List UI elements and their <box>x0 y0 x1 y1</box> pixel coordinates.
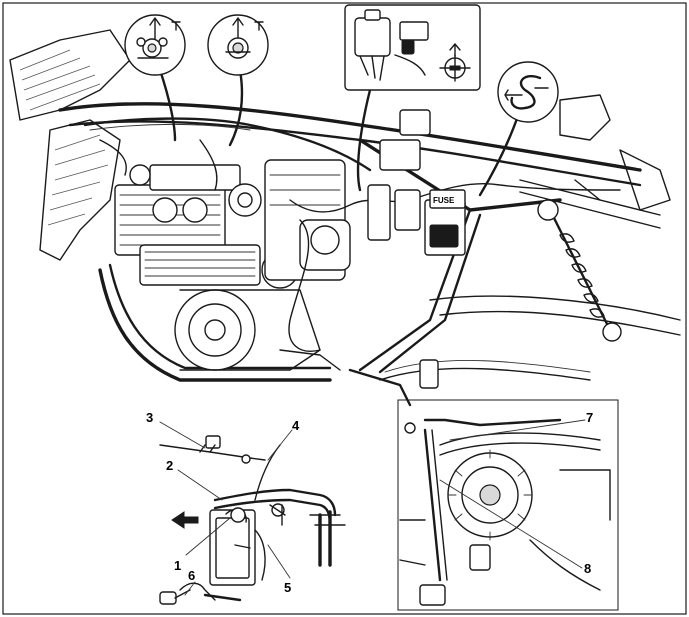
callout-5: 5 <box>284 580 291 595</box>
connector-detail-icon <box>344 4 481 91</box>
front-direction-arrow-icon <box>171 511 199 529</box>
clamp-detail-icon <box>207 14 269 76</box>
callout-4: 4 <box>292 418 300 433</box>
motorcycle-main-view: FUSE <box>9 29 681 407</box>
callout-2: 2 <box>166 458 173 473</box>
callout-leaders <box>159 419 586 596</box>
clamp-detail-icon <box>124 14 186 76</box>
callout-7: 7 <box>586 410 593 425</box>
cable-loop-detail-icon <box>497 61 559 123</box>
front-hatched-area <box>9 29 131 261</box>
bottom-right-detail <box>397 399 619 611</box>
fuse-box-label: FUSE <box>433 196 455 205</box>
cable-3 <box>159 444 266 461</box>
connector-6 <box>179 582 216 601</box>
harness-2 <box>213 488 337 517</box>
callout-6: 6 <box>188 568 195 583</box>
engine-block <box>114 159 351 371</box>
callout-8: 8 <box>584 561 591 576</box>
callout-3: 3 <box>146 410 153 425</box>
rear-shock-absorber <box>537 199 622 342</box>
leader-line-cable-loop <box>478 108 522 197</box>
leader-line-connector <box>356 88 372 192</box>
leader-line-clamp-left <box>158 68 177 142</box>
tail-section <box>559 94 671 211</box>
leader-line-clamp-right <box>228 68 244 147</box>
bottom-left-detail <box>159 435 346 605</box>
wiring-harness: FUSE <box>83 109 621 352</box>
chain-and-footrest <box>279 349 591 407</box>
callout-1: 1 <box>174 558 181 573</box>
